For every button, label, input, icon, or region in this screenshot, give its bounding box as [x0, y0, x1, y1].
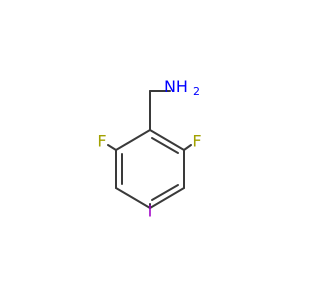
bond-c2-f — [107, 144, 117, 151]
amine-subscript: 2 — [193, 85, 200, 98]
amine-text: NH — [164, 77, 188, 96]
iodine-label: I — [148, 202, 153, 221]
amine-label: NH 2 — [164, 77, 200, 99]
fluorine-right-label: F — [192, 132, 201, 151]
bond-ring-c1-c2 — [115, 129, 151, 151]
bond-ring-c5-c4 — [149, 187, 185, 209]
bond-c6-f — [183, 144, 192, 151]
bond-ring-c1-c6 — [149, 129, 185, 151]
bond-group — [107, 90, 192, 209]
bond-ring-c3-c4 — [115, 187, 151, 209]
bond-double-c1-c6 — [151, 137, 179, 154]
bond-double-c5-c4 — [151, 184, 179, 201]
fluorine-left-label: F — [97, 132, 106, 151]
structure-canvas: NH 2 F F I — [97, 77, 201, 221]
molecule-diagram: NH 2 F F I — [97, 77, 201, 221]
